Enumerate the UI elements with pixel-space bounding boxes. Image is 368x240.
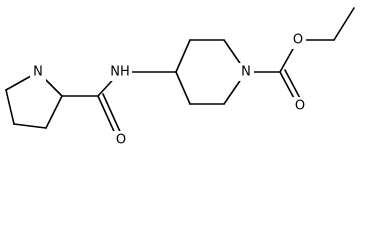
bond-pc4-pc3 xyxy=(175,39,191,73)
atom-labels: N NH O N O O xyxy=(30,31,308,149)
carbamate-carbonyl-oxygen-label: O xyxy=(295,99,305,114)
bond-c3-c4 xyxy=(13,123,47,129)
pyrrolidine-nitrogen-label: N xyxy=(33,65,43,80)
bond-c4-c5 xyxy=(5,89,15,125)
bond-carbonyl-o-b xyxy=(102,93,123,137)
bond-pc5-pc4 xyxy=(175,71,191,105)
amide-oxygen-label: O xyxy=(116,133,126,148)
bond-c2-c3 xyxy=(45,95,63,129)
ethyl-carbamate-group xyxy=(245,7,355,105)
amide-nitrogen-label: NH xyxy=(110,65,130,80)
piperidine-ring xyxy=(175,39,247,105)
piperidine-nitrogen-label: N xyxy=(241,65,251,80)
carboxamide-group xyxy=(61,71,177,139)
bond-carbamate-c-o-double-b xyxy=(284,69,303,103)
bond-ch2-ch3 xyxy=(333,7,355,41)
ester-oxygen-label: O xyxy=(293,33,303,48)
ethyl-4-(pyrrolidine-2-carboxamido)piperidine-1-carboxylate-structure: N NH O N O O xyxy=(5,7,355,149)
pyrrolidine-ring xyxy=(5,71,63,129)
